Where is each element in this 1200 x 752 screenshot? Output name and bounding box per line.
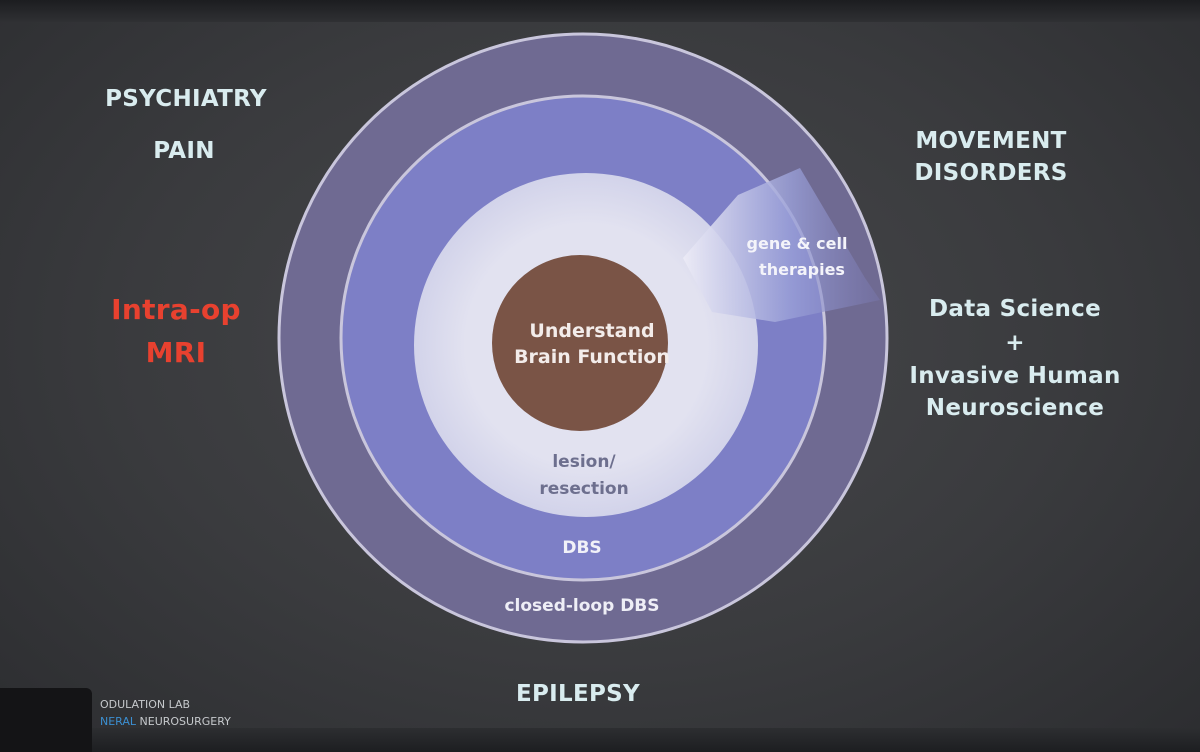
data-science-plus: + bbox=[1005, 330, 1025, 356]
wedge-label-line1: gene & cell bbox=[747, 234, 848, 253]
epilepsy-label: EPILEPSY bbox=[516, 681, 640, 707]
data-science-label-line3: Neuroscience bbox=[925, 395, 1105, 421]
outer-ring-label: closed-loop DBS bbox=[504, 596, 659, 616]
intraop-label-line1: Intra-op bbox=[111, 293, 241, 326]
psychiatry-label: PSYCHIATRY bbox=[105, 86, 267, 112]
movement-label-line2: DISORDERS bbox=[914, 160, 1068, 186]
pain-label: PAIN bbox=[153, 138, 215, 164]
core-label-line2: Brain Function bbox=[514, 346, 670, 368]
lab-logo: ODULATION LAB NERAL NEUROSURGERY bbox=[100, 696, 231, 730]
lab-logo-line1: ODULATION LAB bbox=[100, 698, 191, 711]
inner-ring-label-line2: resection bbox=[539, 479, 628, 499]
lab-logo-accent: NERAL bbox=[100, 715, 137, 728]
inner-ring-label-line1: lesion/ bbox=[552, 452, 616, 472]
core-circle bbox=[492, 255, 668, 431]
data-science-label-line2: Invasive Human bbox=[909, 363, 1121, 389]
lab-logo-rest: NEUROSURGERY bbox=[136, 715, 231, 728]
core-label-line1: Understand bbox=[529, 320, 654, 342]
middle-ring-label: DBS bbox=[562, 538, 601, 558]
movement-label-line1: MOVEMENT bbox=[915, 128, 1067, 154]
gene-cell-therapy-wedge bbox=[683, 168, 880, 322]
screen-top-edge bbox=[0, 0, 1200, 22]
podium-silhouette bbox=[0, 688, 92, 752]
data-science-label-line1: Data Science bbox=[928, 296, 1102, 322]
lab-logo-line2: NERAL NEUROSURGERY bbox=[100, 713, 231, 730]
intraop-label-line2: MRI bbox=[145, 336, 207, 369]
screen-bottom-edge bbox=[0, 728, 1200, 752]
wedge-label-line2: therapies bbox=[759, 260, 845, 279]
